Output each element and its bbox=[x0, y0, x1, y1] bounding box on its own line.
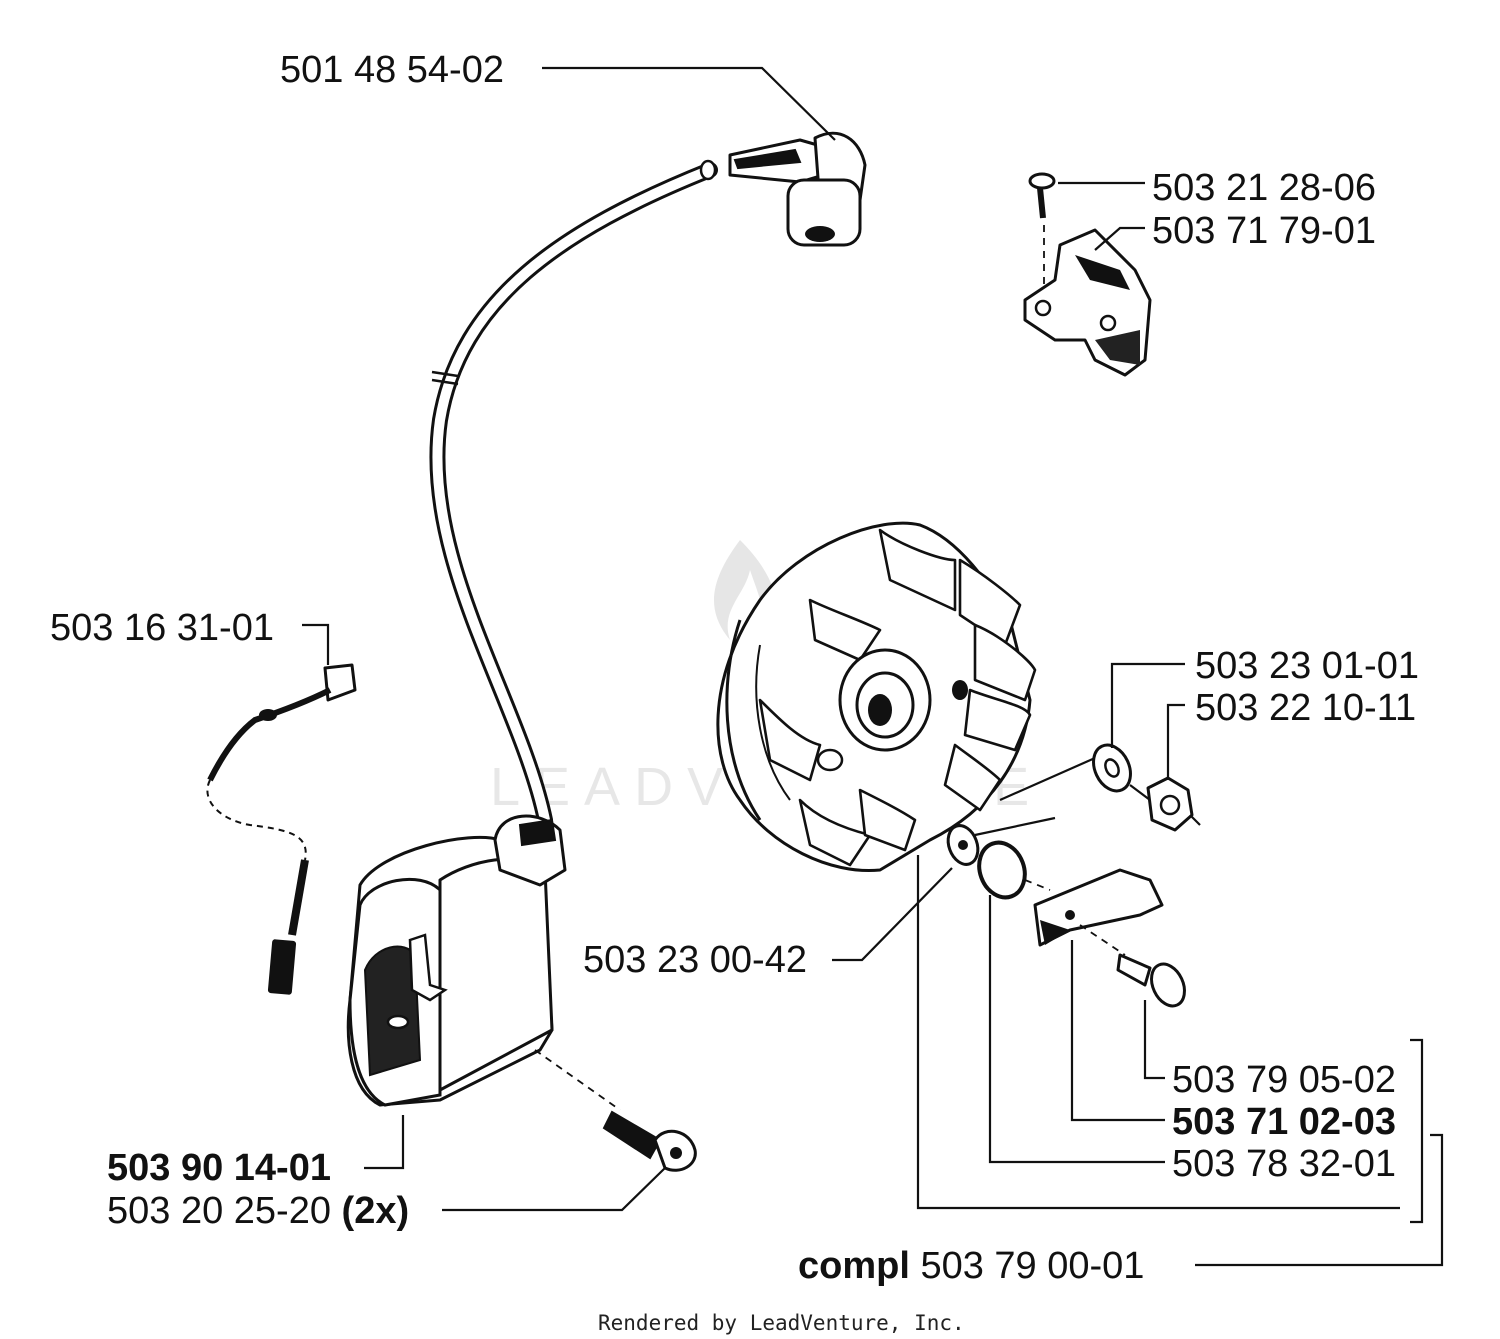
label-kit-prefix: compl bbox=[798, 1245, 910, 1287]
footer-credit: Rendered by LeadVenture, Inc. bbox=[598, 1311, 965, 1335]
spring[interactable] bbox=[972, 836, 1051, 904]
label-coil-screw: 503 20 25-20 (2x) bbox=[107, 1190, 409, 1232]
pawl-screw[interactable] bbox=[1116, 953, 1191, 1011]
label-washer-a: 503 23 01-01 bbox=[1195, 645, 1419, 687]
ignition-lead bbox=[429, 159, 718, 828]
label-coil-screw-number: 503 20 25-20 bbox=[107, 1190, 331, 1232]
coil-screw[interactable] bbox=[534, 1049, 697, 1172]
label-bracket: 503 71 79-01 bbox=[1152, 210, 1376, 252]
spark-plug-boot[interactable] bbox=[728, 131, 867, 247]
label-coil-screw-qty: (2x) bbox=[342, 1190, 410, 1232]
leader-lines bbox=[302, 66, 1444, 1267]
label-wire-terminal: 503 16 31-01 bbox=[50, 607, 274, 649]
label-pawl-screw: 503 79 05-02 bbox=[1172, 1059, 1396, 1101]
label-kit-number: 503 79 00-01 bbox=[920, 1245, 1144, 1287]
label-boot: 501 48 54-02 bbox=[280, 49, 504, 91]
washer-a[interactable] bbox=[999, 739, 1151, 802]
label-spring: 503 78 32-01 bbox=[1172, 1143, 1396, 1185]
flywheel[interactable] bbox=[716, 521, 1037, 873]
label-pawl: 503 71 02-03 bbox=[1172, 1101, 1396, 1143]
label-washer-b: 503 23 00-42 bbox=[583, 939, 807, 981]
nut[interactable] bbox=[1146, 776, 1201, 832]
ignition-coil[interactable] bbox=[346, 814, 567, 1107]
label-nut: 503 22 10-11 bbox=[1195, 687, 1416, 729]
bracket[interactable] bbox=[1023, 228, 1152, 377]
washer-b[interactable] bbox=[943, 816, 1056, 869]
label-coil: 503 90 14-01 bbox=[107, 1147, 331, 1189]
pawl[interactable] bbox=[1033, 868, 1164, 956]
label-screw-top: 503 21 28-06 bbox=[1152, 167, 1376, 209]
label-flywheel-kit: compl 503 79 00-01 bbox=[798, 1245, 1144, 1287]
stop-switch-wire[interactable] bbox=[206, 663, 357, 995]
bracket-screw[interactable] bbox=[1028, 172, 1056, 300]
part-labels: 501 48 54-02 503 21 28-06 503 71 79-01 5… bbox=[50, 49, 1419, 1287]
